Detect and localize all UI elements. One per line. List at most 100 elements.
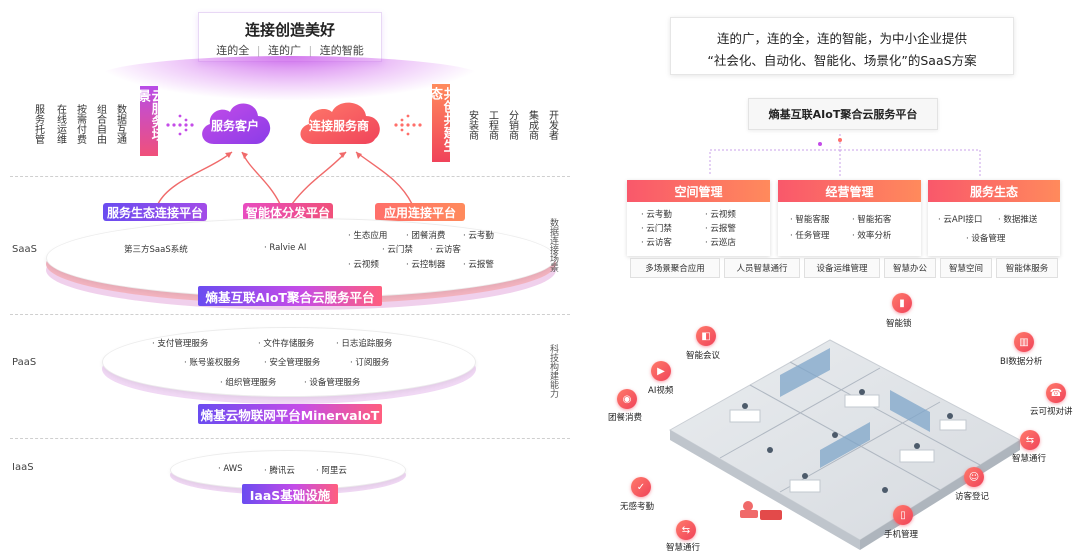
scenario-chip: 智能体服务 bbox=[996, 258, 1058, 278]
iaas-provider: · 阿里云 bbox=[316, 466, 347, 476]
scenario-chip: 设备运维管理 bbox=[804, 258, 880, 278]
card-title: 服务生态 bbox=[928, 180, 1060, 202]
card-item: · 效率分析 bbox=[852, 231, 892, 241]
paas-service: · 订阅服务 bbox=[350, 358, 390, 368]
paas-ellipse bbox=[102, 327, 476, 397]
right-vert-item: 分销商 bbox=[506, 110, 518, 140]
scene-label: 手机管理 bbox=[884, 530, 919, 540]
ralvie-ai: · Ralvie AI bbox=[264, 243, 307, 253]
smart-lock-icon: ▮ bbox=[892, 293, 912, 313]
iaas-provider: · AWS bbox=[218, 464, 243, 474]
card-item: · 云报警 bbox=[705, 224, 736, 234]
divider-line bbox=[10, 438, 570, 439]
right-vert-item: 集成商 bbox=[526, 110, 538, 140]
card-item: · 云视频 bbox=[705, 210, 736, 220]
scenario-chip: 多场景聚合应用 bbox=[630, 258, 720, 278]
saas-app: · 云门禁 bbox=[382, 245, 413, 255]
card-item: · 云考勤 bbox=[641, 210, 672, 220]
cloud-customer-label: 服务客户 bbox=[210, 119, 259, 133]
paas-platform-bar: 熵基云物联网平台MinervaIoT bbox=[198, 404, 382, 424]
saas-app: · 生态应用 bbox=[348, 231, 388, 241]
card-title: 空间管理 bbox=[627, 180, 770, 202]
ecosystem-connect-tag: 服务生态连接平台 bbox=[103, 203, 207, 221]
paas-service: · 安全管理服务 bbox=[264, 358, 321, 368]
saas-app: · 云视频 bbox=[348, 260, 379, 270]
paas-service: · 支付管理服务 bbox=[152, 339, 209, 349]
group-meal-icon: ◉ bbox=[617, 389, 637, 409]
card-title: 经营管理 bbox=[778, 180, 921, 202]
connection-arrows bbox=[157, 151, 413, 205]
scene-label: BI数据分析 bbox=[1000, 357, 1043, 367]
scenario-chip: 人员智慧通行 bbox=[724, 258, 800, 278]
iaas-platform-bar: IaaS基础设施 bbox=[242, 484, 338, 504]
scene-label: 智能会议 bbox=[686, 351, 721, 361]
smart-meeting-icon: ◧ bbox=[696, 326, 716, 346]
left-vert-item: 按需付费 bbox=[74, 104, 86, 144]
cloud-service-scene-banner: 云服务场景 bbox=[135, 86, 164, 156]
headline-line: “社会化、自动化、智能化、场景化”的SaaS方案 bbox=[707, 53, 977, 68]
saas-app: · 团餐消费 bbox=[406, 231, 446, 241]
scenario-chip: 智慧空间 bbox=[940, 258, 992, 278]
card-item: · 云API接口 bbox=[938, 215, 983, 225]
customer-cloud-icon bbox=[202, 103, 271, 144]
smart-access-icon: ⇆ bbox=[676, 520, 696, 540]
scene-label: 无感考勤 bbox=[620, 502, 655, 512]
paas-service: · 日志追踪服务 bbox=[336, 339, 393, 349]
left-vert-item: 组合自由 bbox=[94, 104, 106, 144]
paas-service: · 文件存储服务 bbox=[258, 339, 315, 349]
saas-platform-bar: 熵基互联AIoT聚合云服务平台 bbox=[198, 286, 382, 306]
scene-label: 智慧通行 bbox=[1012, 454, 1047, 464]
saas-app: · 云考勤 bbox=[463, 231, 494, 241]
iaas-ellipse bbox=[170, 450, 406, 490]
card-item: · 任务管理 bbox=[790, 231, 830, 241]
smart-access-icon: ⇆ bbox=[1020, 430, 1040, 450]
scene-label: AI视频 bbox=[648, 386, 674, 396]
bi-analysis-icon: ▥ bbox=[1014, 332, 1034, 352]
phone-manage-icon: ▯ bbox=[893, 505, 913, 525]
scenario-chip: 智慧办公 bbox=[884, 258, 936, 278]
slogan-item: 连的全 bbox=[216, 44, 250, 57]
headline-box: 连的广，连的全，连的智能，为中小企业提供 “社会化、自动化、智能化、场景化”的S… bbox=[670, 17, 1014, 75]
saas-side-label: 数据连接场景 bbox=[548, 218, 558, 272]
left-vert-item: 在线运维 bbox=[54, 104, 66, 144]
slogan-item: 连的智能 bbox=[319, 44, 364, 57]
paas-side-label: 科技构建能力 bbox=[548, 344, 558, 398]
card-item: · 云访客 bbox=[641, 238, 672, 248]
card-item: · 智能客服 bbox=[790, 215, 830, 225]
card-item: · 数据推送 bbox=[998, 215, 1038, 225]
dotted-arrows-left bbox=[166, 114, 194, 136]
card-item: · 云门禁 bbox=[641, 224, 672, 234]
saas-app: · 云访客 bbox=[430, 245, 461, 255]
saas-app: · 云报警 bbox=[463, 260, 494, 270]
right-vert-item: 工程商 bbox=[486, 110, 498, 140]
left-vert-item: 数据互通 bbox=[114, 104, 126, 144]
card-item: · 设备管理 bbox=[966, 234, 1006, 244]
smart-office-illustration bbox=[668, 339, 1022, 550]
iaas-layer-label: IaaS bbox=[12, 462, 34, 473]
right-vert-item: 安装商 bbox=[466, 110, 478, 140]
platform-box: 熵基互联AIoT聚合云服务平台 bbox=[748, 98, 938, 130]
saas-app: · 云控制器 bbox=[406, 260, 446, 270]
platform-connectors bbox=[709, 134, 981, 176]
service-ecosystem-card: 服务生态 · 云API接口 · 数据推送 · 设备管理 bbox=[928, 180, 1060, 256]
card-item: · 智能拓客 bbox=[852, 215, 892, 225]
co-create-ecosystem-banner: 共创共建生态 bbox=[427, 84, 456, 162]
scene-label: 智能锁 bbox=[886, 319, 912, 329]
slogan-item: 连的广 bbox=[268, 44, 301, 57]
dotted-arrows-right bbox=[394, 114, 422, 136]
card-item: · 云巡店 bbox=[705, 238, 736, 248]
top-slogan-sub: 连的全 | 连的广 | 连的智能 bbox=[216, 44, 364, 57]
visitor-register-icon: ☺ bbox=[964, 467, 984, 487]
business-management-card: 经营管理 · 智能客服 · 智能拓客 · 任务管理 · 效率分析 bbox=[778, 180, 921, 256]
headline-line: 连的广，连的全，连的智能，为中小企业提供 bbox=[716, 31, 967, 46]
paas-service: · 账号鉴权服务 bbox=[184, 358, 241, 368]
third-party-saas: 第三方SaaS系统 bbox=[124, 245, 188, 255]
scene-label: 团餐消费 bbox=[608, 413, 643, 423]
ai-video-icon: ▶ bbox=[651, 361, 671, 381]
purple-glow-arc bbox=[95, 56, 485, 100]
divider-line bbox=[10, 314, 570, 315]
scene-label: 访客登记 bbox=[955, 492, 990, 502]
iaas-provider: · 腾讯云 bbox=[264, 466, 295, 476]
paas-service: · 组织管理服务 bbox=[220, 378, 277, 388]
agent-distribution-tag: 智能体分发平台 bbox=[243, 203, 333, 221]
